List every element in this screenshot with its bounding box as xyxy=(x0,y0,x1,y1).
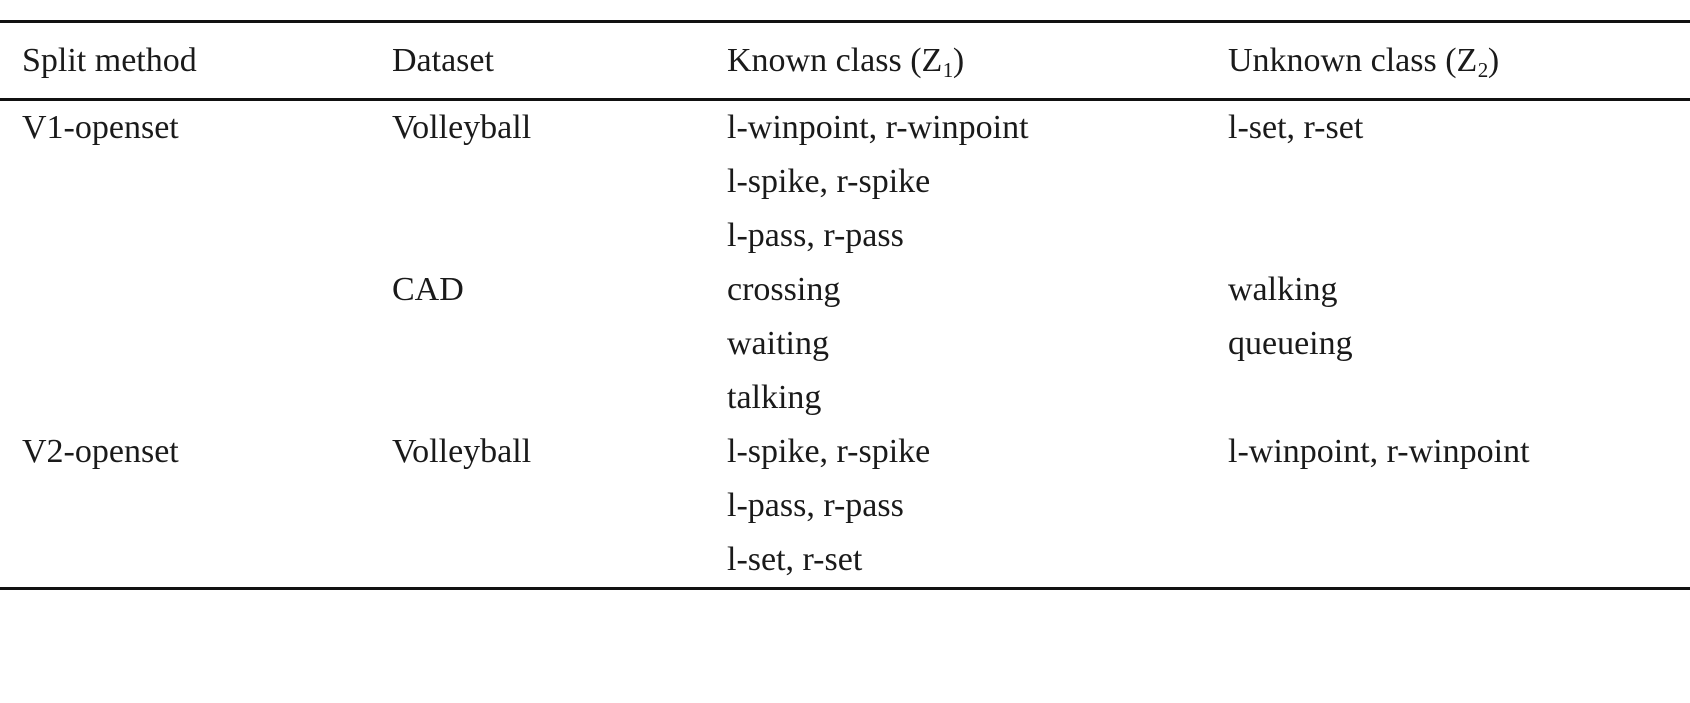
cell-dataset xyxy=(370,371,705,425)
cell-unknown-class: queueing xyxy=(1228,325,1353,362)
cell-unknown-class xyxy=(1206,533,1690,589)
known-class-symbol: Z1 xyxy=(921,41,954,82)
unknown-class-symbol: Z2 xyxy=(1456,41,1489,82)
cell-split-method xyxy=(0,263,370,317)
cell-unknown-class: l-winpoint, r-winpoint xyxy=(1228,433,1530,470)
cell-unknown-class: walking xyxy=(1228,271,1338,308)
cell-unknown-class xyxy=(1206,155,1690,209)
cell-known-class: l-pass, r-pass xyxy=(727,217,904,254)
cell-dataset xyxy=(370,479,705,533)
unknown-class-label-prefix: Unknown class ( xyxy=(1228,41,1457,79)
cell-split-method xyxy=(0,209,370,263)
table-row: l-spike, r-spike xyxy=(0,155,1690,209)
column-header-known-class: Known class (Z1) xyxy=(705,22,1206,100)
column-header-unknown-class: Unknown class (Z2) xyxy=(1206,22,1690,100)
table-row: CAD crossing walking xyxy=(0,263,1690,317)
cell-split-method xyxy=(0,533,370,589)
cell-split-method: V2-openset xyxy=(22,433,179,470)
table-row: l-set, r-set xyxy=(0,533,1690,589)
cell-split-method xyxy=(0,317,370,371)
known-class-symbol-letter: Z xyxy=(921,41,943,79)
table-row: talking xyxy=(0,371,1690,425)
table-row: l-pass, r-pass xyxy=(0,209,1690,263)
table-header-row: Split method Dataset Known class (Z1) Un… xyxy=(0,21,1690,100)
cell-known-class: l-set, r-set xyxy=(727,541,863,578)
cell-unknown-class xyxy=(1206,479,1690,533)
cell-known-class: l-pass, r-pass xyxy=(727,487,904,524)
cell-dataset xyxy=(370,209,705,263)
cell-dataset xyxy=(370,533,705,589)
table-row: V2-openset Volleyball l-spike, r-spike l… xyxy=(0,425,1690,479)
unknown-class-label-suffix: ) xyxy=(1487,41,1500,79)
cell-split-method: V1-openset xyxy=(22,109,179,146)
cell-split-method xyxy=(0,479,370,533)
table-body: V1-openset Volleyball l-winpoint, r-winp… xyxy=(0,100,1690,589)
unknown-class-symbol-subscript: 2 xyxy=(1477,57,1489,82)
cell-known-class: l-spike, r-spike xyxy=(727,163,931,200)
column-header-dataset: Dataset xyxy=(392,41,494,79)
known-class-label-suffix: ) xyxy=(952,41,965,79)
cell-known-class: waiting xyxy=(727,325,829,362)
known-class-label-prefix: Known class ( xyxy=(727,41,922,79)
cell-dataset xyxy=(370,317,705,371)
cell-unknown-class: l-set, r-set xyxy=(1228,109,1364,146)
cell-dataset: Volleyball xyxy=(392,433,532,470)
cell-dataset xyxy=(370,155,705,209)
cell-known-class: l-winpoint, r-winpoint xyxy=(727,109,1029,146)
cell-known-class: l-spike, r-spike xyxy=(727,433,931,470)
cell-split-method xyxy=(0,371,370,425)
cell-dataset: Volleyball xyxy=(392,109,532,146)
column-header-split-method: Split method xyxy=(22,41,197,79)
cell-known-class: talking xyxy=(727,379,822,416)
unknown-class-symbol-letter: Z xyxy=(1456,41,1478,79)
table-header: Split method Dataset Known class (Z1) Un… xyxy=(0,21,1690,100)
split-method-table: Split method Dataset Known class (Z1) Un… xyxy=(0,20,1690,590)
cell-known-class: crossing xyxy=(727,271,841,308)
known-class-symbol-subscript: 1 xyxy=(942,57,954,82)
table-row: V1-openset Volleyball l-winpoint, r-winp… xyxy=(0,100,1690,156)
table-row: waiting queueing xyxy=(0,317,1690,371)
cell-unknown-class xyxy=(1206,209,1690,263)
cell-unknown-class xyxy=(1206,371,1690,425)
cell-dataset: CAD xyxy=(392,271,464,308)
table-row: l-pass, r-pass xyxy=(0,479,1690,533)
cell-split-method xyxy=(0,155,370,209)
